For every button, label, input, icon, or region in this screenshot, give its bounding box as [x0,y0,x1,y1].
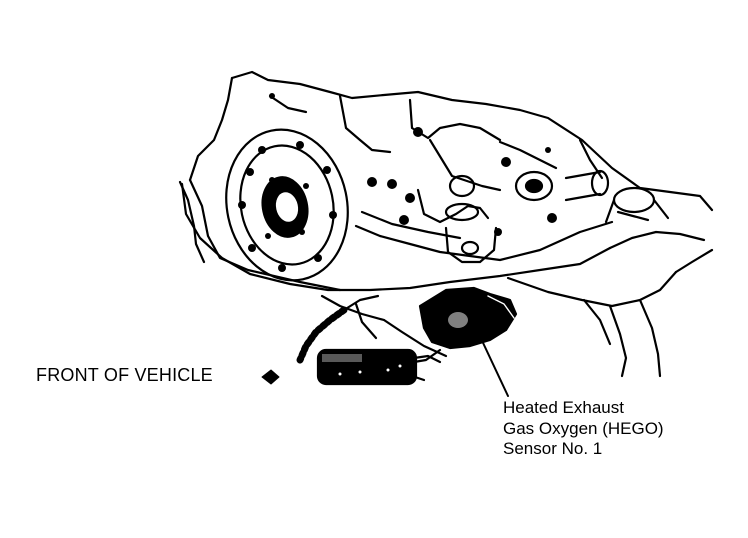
accessory-bracket [269,93,557,264]
sensor-callout-label: Heated Exhaust Gas Oxygen (HEGO) Sensor … [503,398,664,460]
sensor-label-line-1: Heated Exhaust [503,398,624,417]
sensor-leader-line [476,329,509,397]
sensor-label-line-2: Gas Oxygen (HEGO) [503,418,664,438]
wiring-harness [296,294,442,386]
crankshaft-pulley [225,128,349,282]
engine-block [178,70,714,292]
front-arrow-icon [261,369,280,385]
exhaust-manifold [180,182,714,378]
exhaust-pipes [514,169,670,224]
hego-sensor [412,286,518,364]
sensor-label-line-3: Sensor No. 1 [503,439,603,459]
front-of-vehicle-label: FRONT OF VEHICLE [36,365,213,385]
